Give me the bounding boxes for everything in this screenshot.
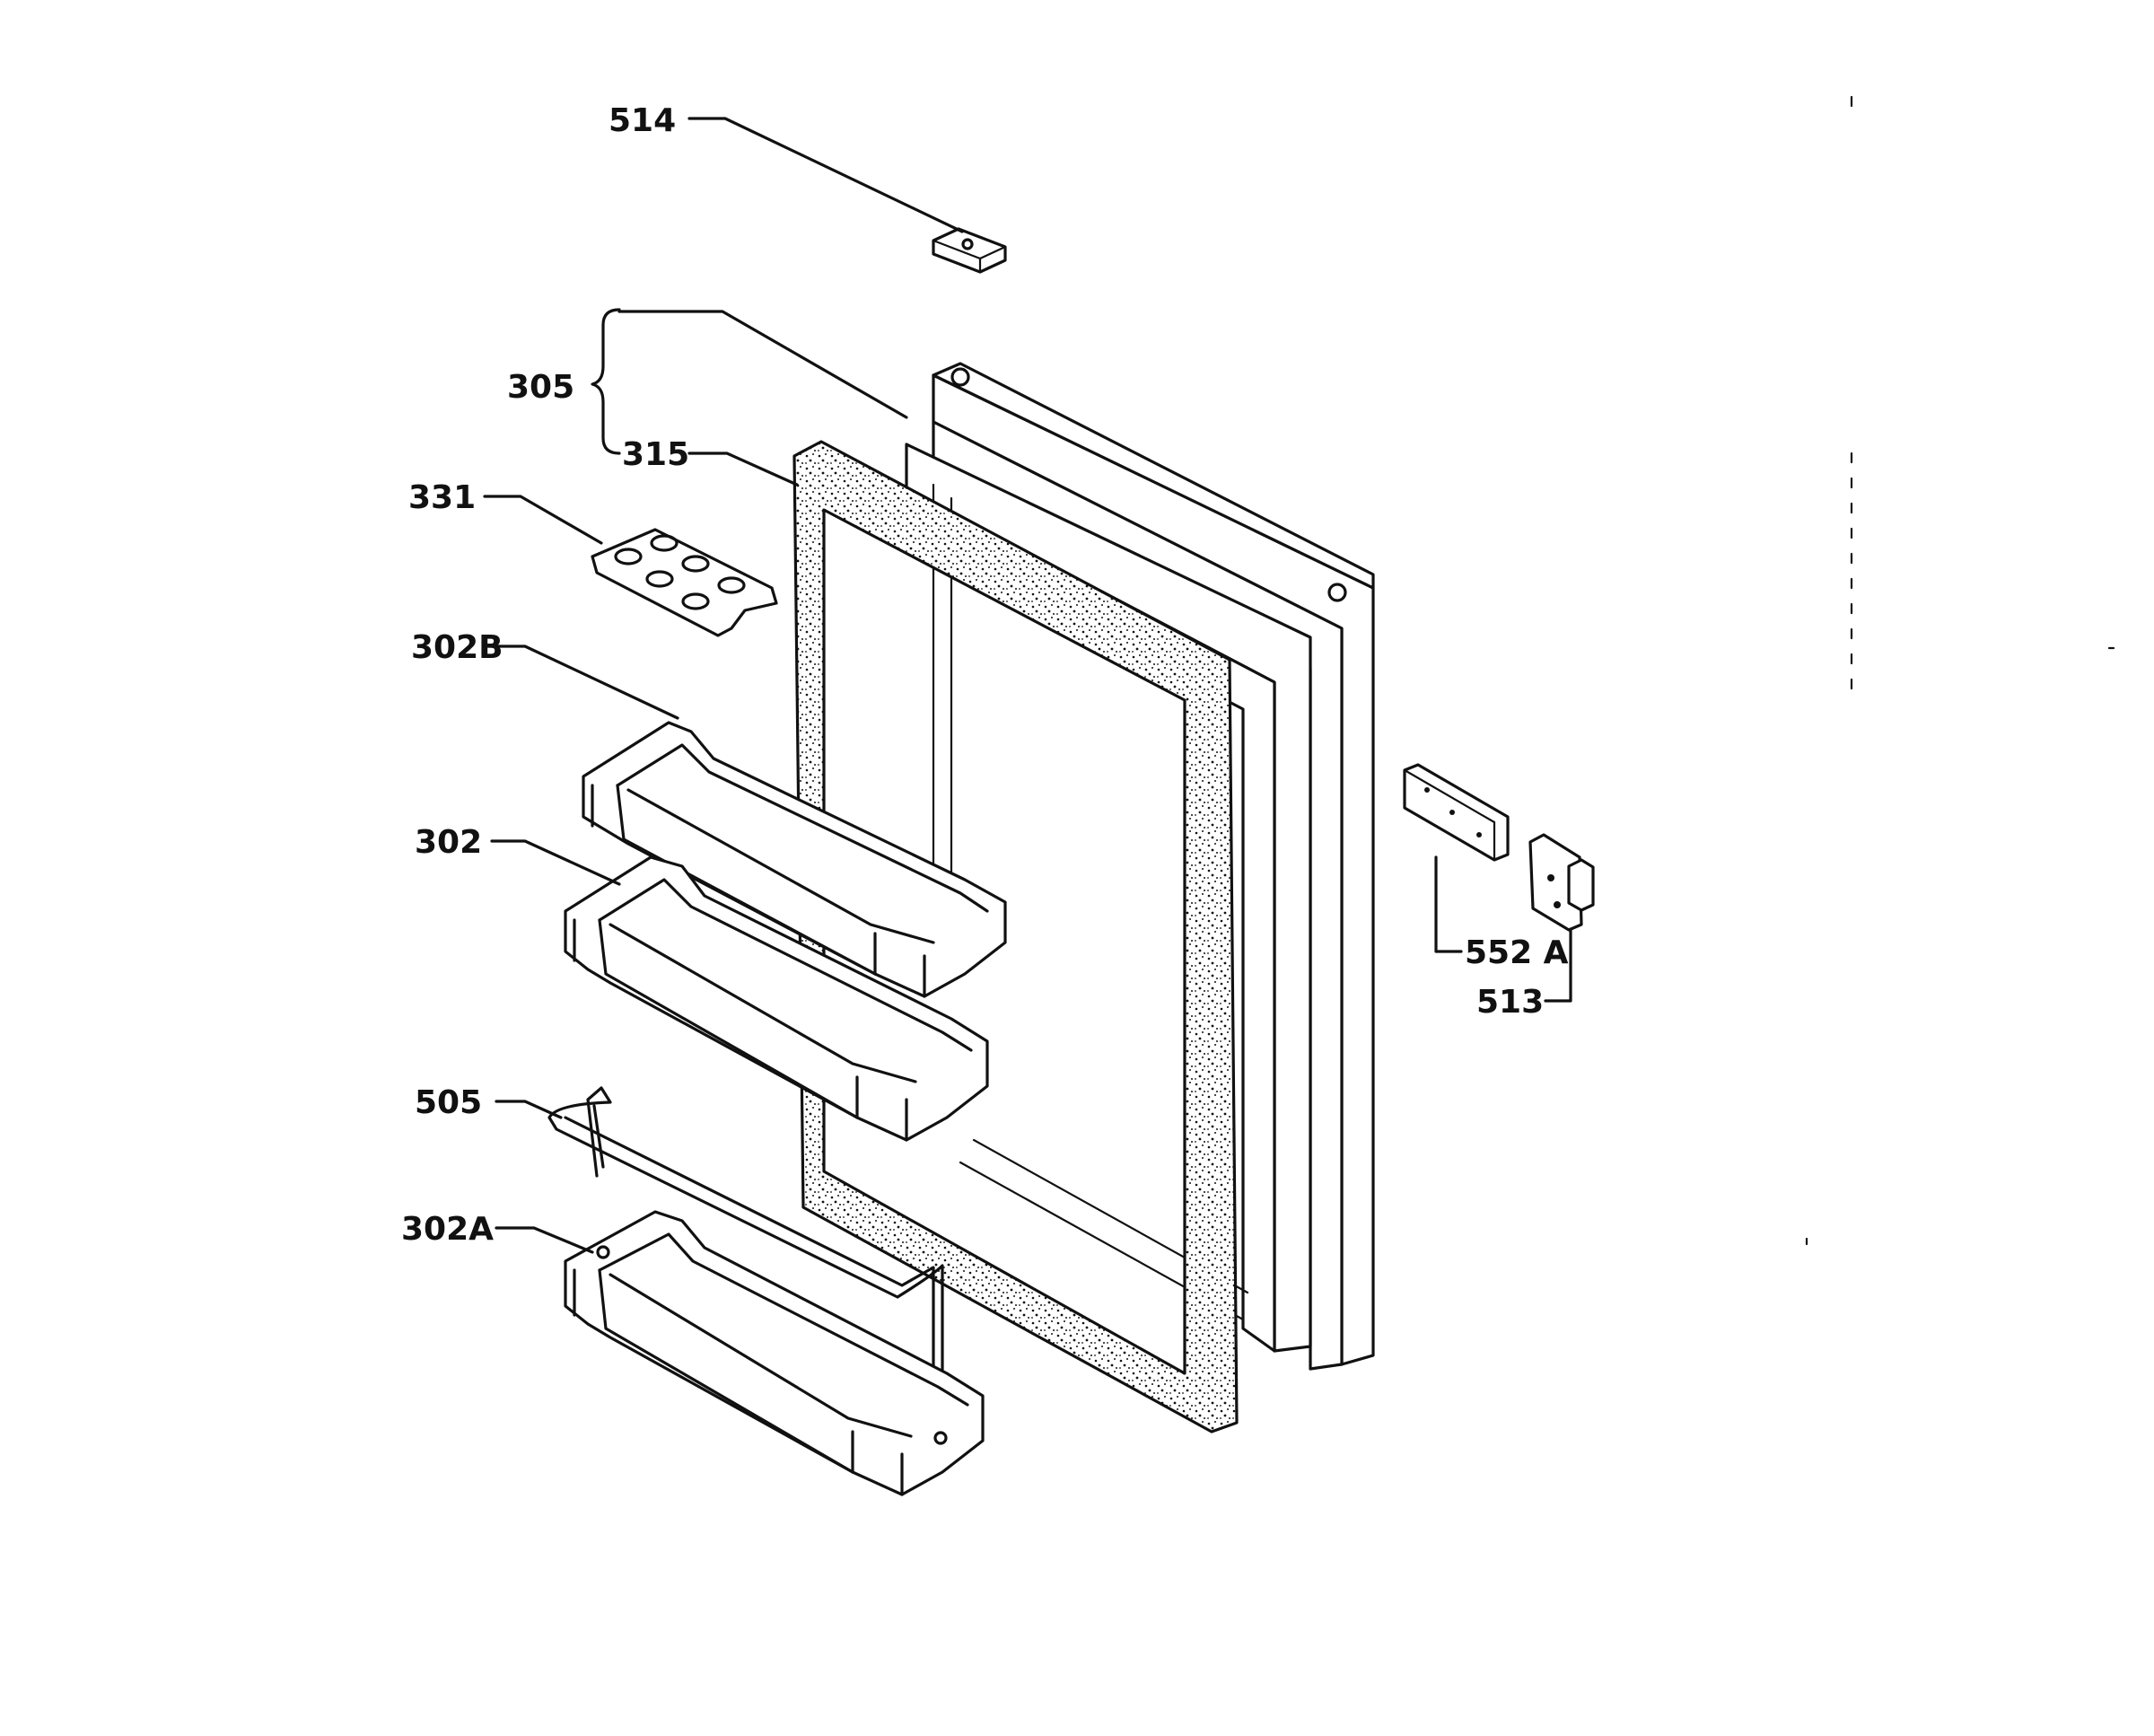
part-505-wire-bar	[547, 1086, 944, 1375]
scan-marks	[1805, 95, 2115, 1246]
label-331: 331	[408, 479, 476, 516]
label-302B: 302B	[411, 629, 503, 666]
part-302A-shelf	[564, 1210, 985, 1496]
part-331-egg-tray	[591, 528, 778, 637]
label-552A: 552 A	[1465, 934, 1569, 971]
label-315: 315	[622, 436, 689, 473]
part-labels: 514 305 315 331 302B 302 505 302A 552 A …	[401, 102, 1569, 1248]
label-514: 514	[609, 102, 676, 139]
label-302: 302	[415, 824, 482, 861]
part-552A-hinge-plate	[1403, 763, 1510, 862]
part-514-hinge-cap	[932, 227, 1007, 274]
door-gasket	[792, 440, 1239, 1434]
label-513: 513	[1476, 984, 1544, 1021]
part-302-shelf	[564, 855, 989, 1142]
label-305: 305	[507, 369, 574, 406]
label-505: 505	[415, 1084, 482, 1121]
label-302A: 302A	[401, 1211, 494, 1248]
part-302B-shelf	[582, 721, 1007, 998]
leader-lines	[483, 117, 1572, 1254]
part-513-bracket	[1528, 833, 1595, 932]
